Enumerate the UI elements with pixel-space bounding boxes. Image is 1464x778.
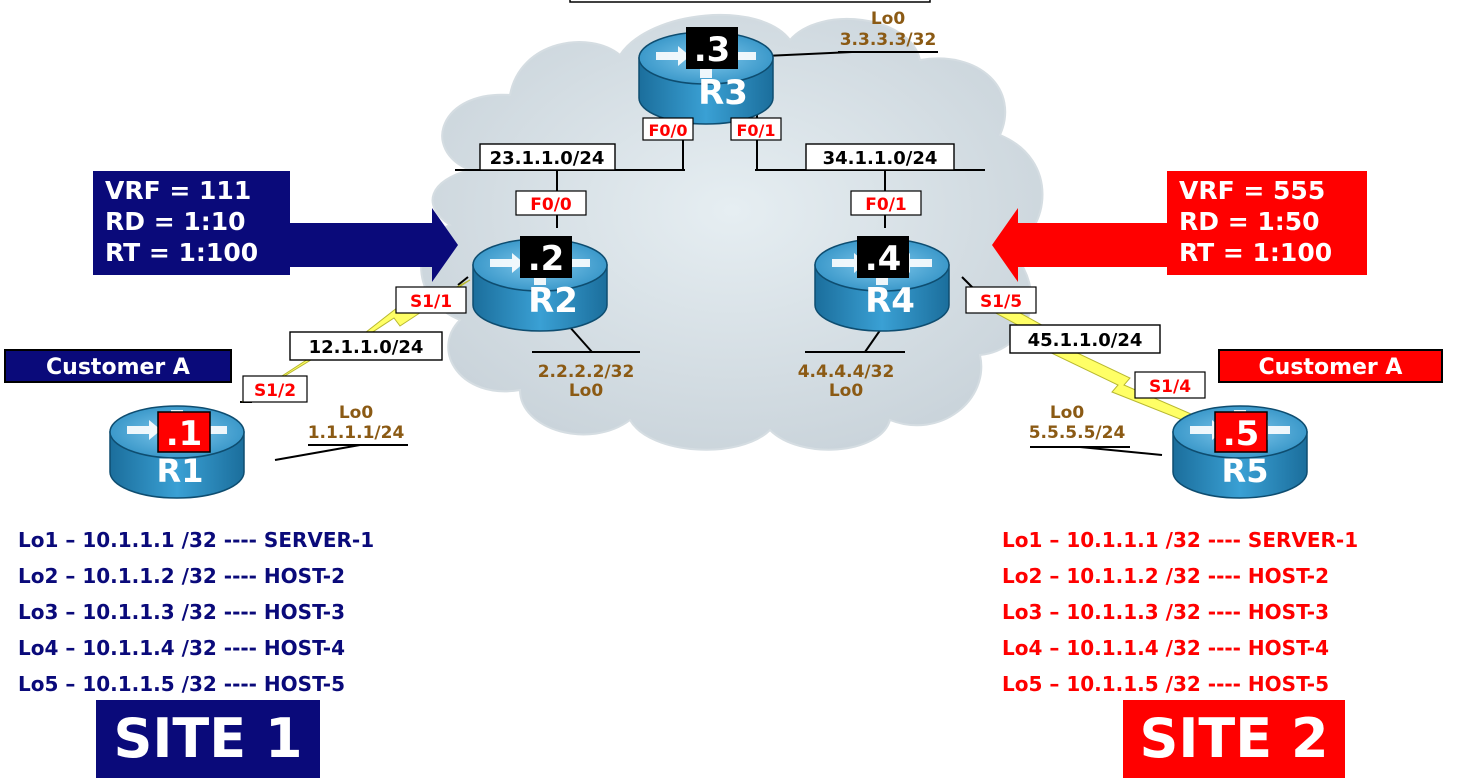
vrf-right-box: VRF = 555 RD = 1:50 RT = 1:100 [1167, 171, 1367, 275]
r2-lo0-name: Lo0 [569, 381, 604, 401]
vrf-right-arrow [992, 208, 1190, 282]
r4-s15-box [965, 286, 1037, 314]
router-r2-name: R2 [528, 281, 578, 321]
router-r1-name: R1 [157, 452, 204, 490]
site2-loopback-1: Lo1 – 10.1.1.1 /32 ---- SERVER-1 [1002, 528, 1359, 552]
router-r4-tag: .4 [865, 239, 902, 279]
r1-lo0-name: Lo0 [339, 403, 374, 423]
site1-label: SITE 1 [96, 700, 320, 778]
router-r4-name: R4 [865, 281, 915, 321]
site1-loopback-5: Lo5 – 10.1.1.5 /32 ---- HOST-5 [18, 672, 345, 696]
site1-loopback-1: Lo1 – 10.1.1.1 /32 ---- SERVER-1 [18, 528, 375, 552]
r3-f00-label: F0/0 [648, 121, 687, 140]
site2-loopback-5: Lo5 – 10.1.1.5 /32 ---- HOST-5 [1002, 672, 1329, 696]
r2-f00-box [515, 190, 587, 216]
r2-s11-label: S1/1 [410, 292, 452, 312]
vrf-left-rd: RD = 1:10 [105, 207, 246, 236]
vrf-left-rt: RT = 1:100 [105, 238, 259, 267]
subnet-r1-r2-box [289, 331, 443, 361]
site2-loopback-4: Lo4 – 10.1.1.4 /32 ---- HOST-4 [1002, 636, 1329, 660]
router-r1-tag-bg [157, 411, 211, 453]
subnet-r3-r4-box [805, 143, 955, 171]
r5-s14-box [1134, 371, 1206, 399]
site2-loopback-list: Lo1 – 10.1.1.1 /32 ---- SERVER-1 Lo2 – 1… [1002, 522, 1358, 702]
vrf-left-vrf: VRF = 111 [105, 176, 252, 205]
site2-loopback-3: Lo3 – 10.1.1.3 /32 ---- HOST-3 [1002, 600, 1329, 624]
subnet-r2-r3-box [479, 143, 616, 171]
r1-lo0-addr: 1.1.1.1/24 [308, 423, 405, 443]
site2-label: SITE 2 [1123, 700, 1345, 778]
r1-s12-label: S1/2 [254, 381, 296, 401]
r1-s12-box [242, 375, 308, 403]
vrf-left-arrow [265, 208, 458, 282]
subnet-r2-r3-label: 23.1.1.0/24 [490, 148, 605, 169]
site1-loopback-4: Lo4 – 10.1.1.4 /32 ---- HOST-4 [18, 636, 345, 660]
router-r3-tag-bg [686, 27, 738, 69]
r3-f01-box [730, 117, 782, 141]
mpls-cloud [420, 14, 1044, 451]
router-r2-tag: .2 [528, 239, 565, 279]
vrf-left-box: VRF = 111 RD = 1:10 RT = 1:100 [93, 171, 290, 275]
r4-lo0-name: Lo0 [829, 381, 864, 401]
r5-s14-label: S1/4 [1149, 377, 1191, 397]
router-r2-tag-bg [520, 236, 572, 278]
r4-lo0-addr: 4.4.4.4/32 [798, 362, 895, 382]
r5-lo0-addr: 5.5.5.5/24 [1029, 423, 1126, 443]
vrf-right-rd: RD = 1:50 [1179, 207, 1320, 236]
r3-lo0-name: Lo0 [871, 9, 906, 29]
r2-s11-box [395, 286, 467, 314]
router-r1-tag: .1 [166, 414, 203, 454]
router-r3-name: R3 [698, 73, 748, 113]
loopback-labels: Lo0 3.3.3.3/32 2.2.2.2/32 Lo0 4.4.4.4/32… [308, 9, 1126, 443]
customer-right-label: Customer A [1218, 349, 1443, 383]
router-r4-tag-bg [857, 236, 909, 278]
vrf-right-rt: RT = 1:100 [1179, 238, 1333, 267]
r4-f01-box [850, 190, 922, 216]
subnet-r1-r2-label: 12.1.1.0/24 [309, 337, 424, 358]
r3-lo0-addr: 3.3.3.3/32 [840, 30, 937, 50]
subnet-r4-r5-label: 45.1.1.0/24 [1028, 330, 1143, 351]
vrf-right-vrf: VRF = 555 [1179, 176, 1326, 205]
interface-labels: F0/0 F0/1 F0/0 F0/1 S1/1 S1/2 S1/5 S1/4 [242, 117, 1206, 403]
r2-f00-label: F0/0 [530, 195, 572, 215]
subnet-r4-r5-box [1009, 324, 1161, 354]
top-edge-box [569, 0, 931, 3]
site2-loopback-2: Lo2 – 10.1.1.2 /32 ---- HOST-2 [1002, 564, 1329, 588]
router-r3-tag: .3 [694, 30, 731, 70]
r5-lo0-name: Lo0 [1050, 403, 1085, 423]
subnet-r3-r4-label: 34.1.1.0/24 [823, 148, 938, 169]
router-r5-tag-bg [1214, 411, 1268, 453]
customer-left-label: Customer A [4, 349, 232, 383]
r4-f01-label: F0/1 [865, 195, 906, 215]
subnet-labels: 23.1.1.0/24 34.1.1.0/24 12.1.1.0/24 45.1… [289, 143, 1161, 361]
site1-loopback-list: Lo1 – 10.1.1.1 /32 ---- SERVER-1 Lo2 – 1… [18, 522, 374, 702]
r2-lo0-addr: 2.2.2.2/32 [538, 362, 635, 382]
r3-f00-box [642, 117, 694, 141]
site1-loopback-3: Lo3 – 10.1.1.3 /32 ---- HOST-3 [18, 600, 345, 624]
r3-f01-label: F0/1 [736, 121, 775, 140]
site1-loopback-2: Lo2 – 10.1.1.2 /32 ---- HOST-2 [18, 564, 345, 588]
r4-s15-label: S1/5 [980, 292, 1022, 312]
router-r5-tag: .5 [1223, 414, 1260, 454]
router-r5-name: R5 [1222, 452, 1269, 490]
